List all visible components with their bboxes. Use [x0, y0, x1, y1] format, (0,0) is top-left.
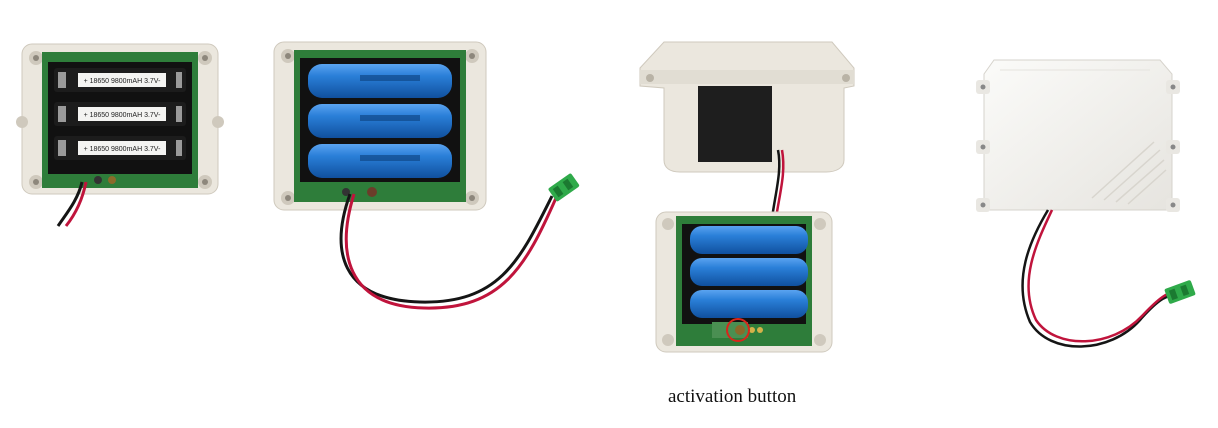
activation-button-caption: activation button	[668, 386, 797, 407]
photo-empty-battery-holder: + 18650 9800mAH 3.7V- + 18650 9800mAH 3.…	[16, 43, 224, 227]
activation-button-highlight	[726, 318, 750, 342]
photo-holder-with-batteries	[273, 41, 580, 310]
photo-open-enclosure	[639, 41, 855, 353]
cell-label-2: + 18650 9800mAH 3.7V-	[84, 112, 162, 119]
photo-closed-enclosure	[976, 59, 1196, 348]
cell-label-3: + 18650 9800mAH 3.7V-	[84, 146, 162, 153]
cell-label-1: + 18650 9800mAH 3.7V-	[84, 78, 162, 85]
